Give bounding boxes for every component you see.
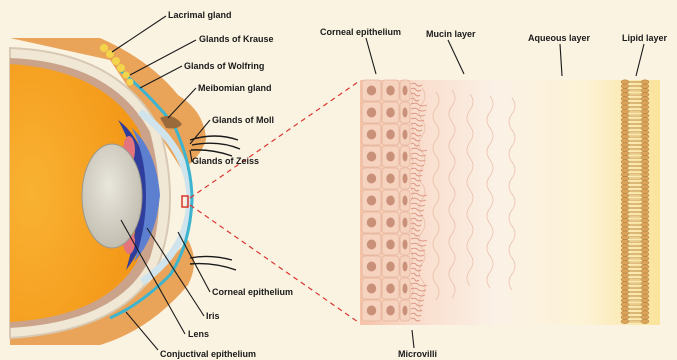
epithelial-cell xyxy=(400,234,410,255)
epithelial-cell xyxy=(362,234,381,255)
epithelial-cell xyxy=(382,80,399,101)
epithelial-cell xyxy=(400,102,410,123)
label-conjunctival-epithelium: Conjuctival epithelium xyxy=(160,349,256,359)
label-meibomian-gland: Meibomian gland xyxy=(198,83,272,93)
epithelial-cell xyxy=(382,234,399,255)
label-aqueous-layer: Aqueous layer xyxy=(528,33,591,43)
epithelial-cell xyxy=(382,124,399,145)
label-mucin-layer: Mucin layer xyxy=(426,29,476,39)
epithelial-cell xyxy=(400,278,410,299)
epithelial-cell xyxy=(362,124,381,145)
epithelial-cell xyxy=(362,300,381,321)
epithelial-cell xyxy=(400,80,410,101)
epithelial-cell xyxy=(382,256,399,277)
epithelial-cell xyxy=(382,190,399,211)
epithelial-cell xyxy=(362,168,381,189)
label-iris: Iris xyxy=(206,311,220,321)
epithelial-cell xyxy=(400,256,410,277)
epithelial-cell xyxy=(362,256,381,277)
epithelial-cell xyxy=(362,80,381,101)
epithelial-cell xyxy=(382,168,399,189)
epithelial-cell xyxy=(400,168,410,189)
epithelial-cell xyxy=(362,212,381,233)
epithelial-cell xyxy=(382,212,399,233)
label-lacrimal-gland: Lacrimal gland xyxy=(168,10,232,20)
label-corneal-epithelium-film: Corneal epithelium xyxy=(320,27,401,37)
epithelial-cell xyxy=(400,146,410,167)
eye-labels: Lacrimal gland Glands of Krause Glands o… xyxy=(160,10,293,359)
label-glands-of-krause: Glands of Krause xyxy=(199,34,274,44)
epithelial-cell xyxy=(382,146,399,167)
label-corneal-epithelium-eye: Corneal epithelium xyxy=(212,287,293,297)
label-lipid-layer: Lipid layer xyxy=(622,33,668,43)
corneal-epithelial-cells xyxy=(362,80,410,321)
epithelial-cell xyxy=(362,190,381,211)
epithelial-cell xyxy=(400,300,410,321)
label-microvilli: Microvilli xyxy=(398,349,437,359)
epithelial-cell xyxy=(400,212,410,233)
lens xyxy=(82,144,142,248)
label-glands-of-zeiss: Glands of Zeiss xyxy=(192,156,259,166)
epithelial-cell xyxy=(362,278,381,299)
label-glands-of-wolfring: Glands of Wolfring xyxy=(184,61,264,71)
epithelial-cell xyxy=(400,124,410,145)
epithelial-cell xyxy=(362,102,381,123)
label-lens: Lens xyxy=(188,329,209,339)
epithelial-cell xyxy=(400,190,410,211)
epithelial-cell xyxy=(382,278,399,299)
tear-film-magnified xyxy=(360,80,660,325)
epithelial-cell xyxy=(382,300,399,321)
epithelial-cell xyxy=(362,146,381,167)
epithelial-cell xyxy=(382,102,399,123)
label-glands-of-moll: Glands of Moll xyxy=(212,115,274,125)
